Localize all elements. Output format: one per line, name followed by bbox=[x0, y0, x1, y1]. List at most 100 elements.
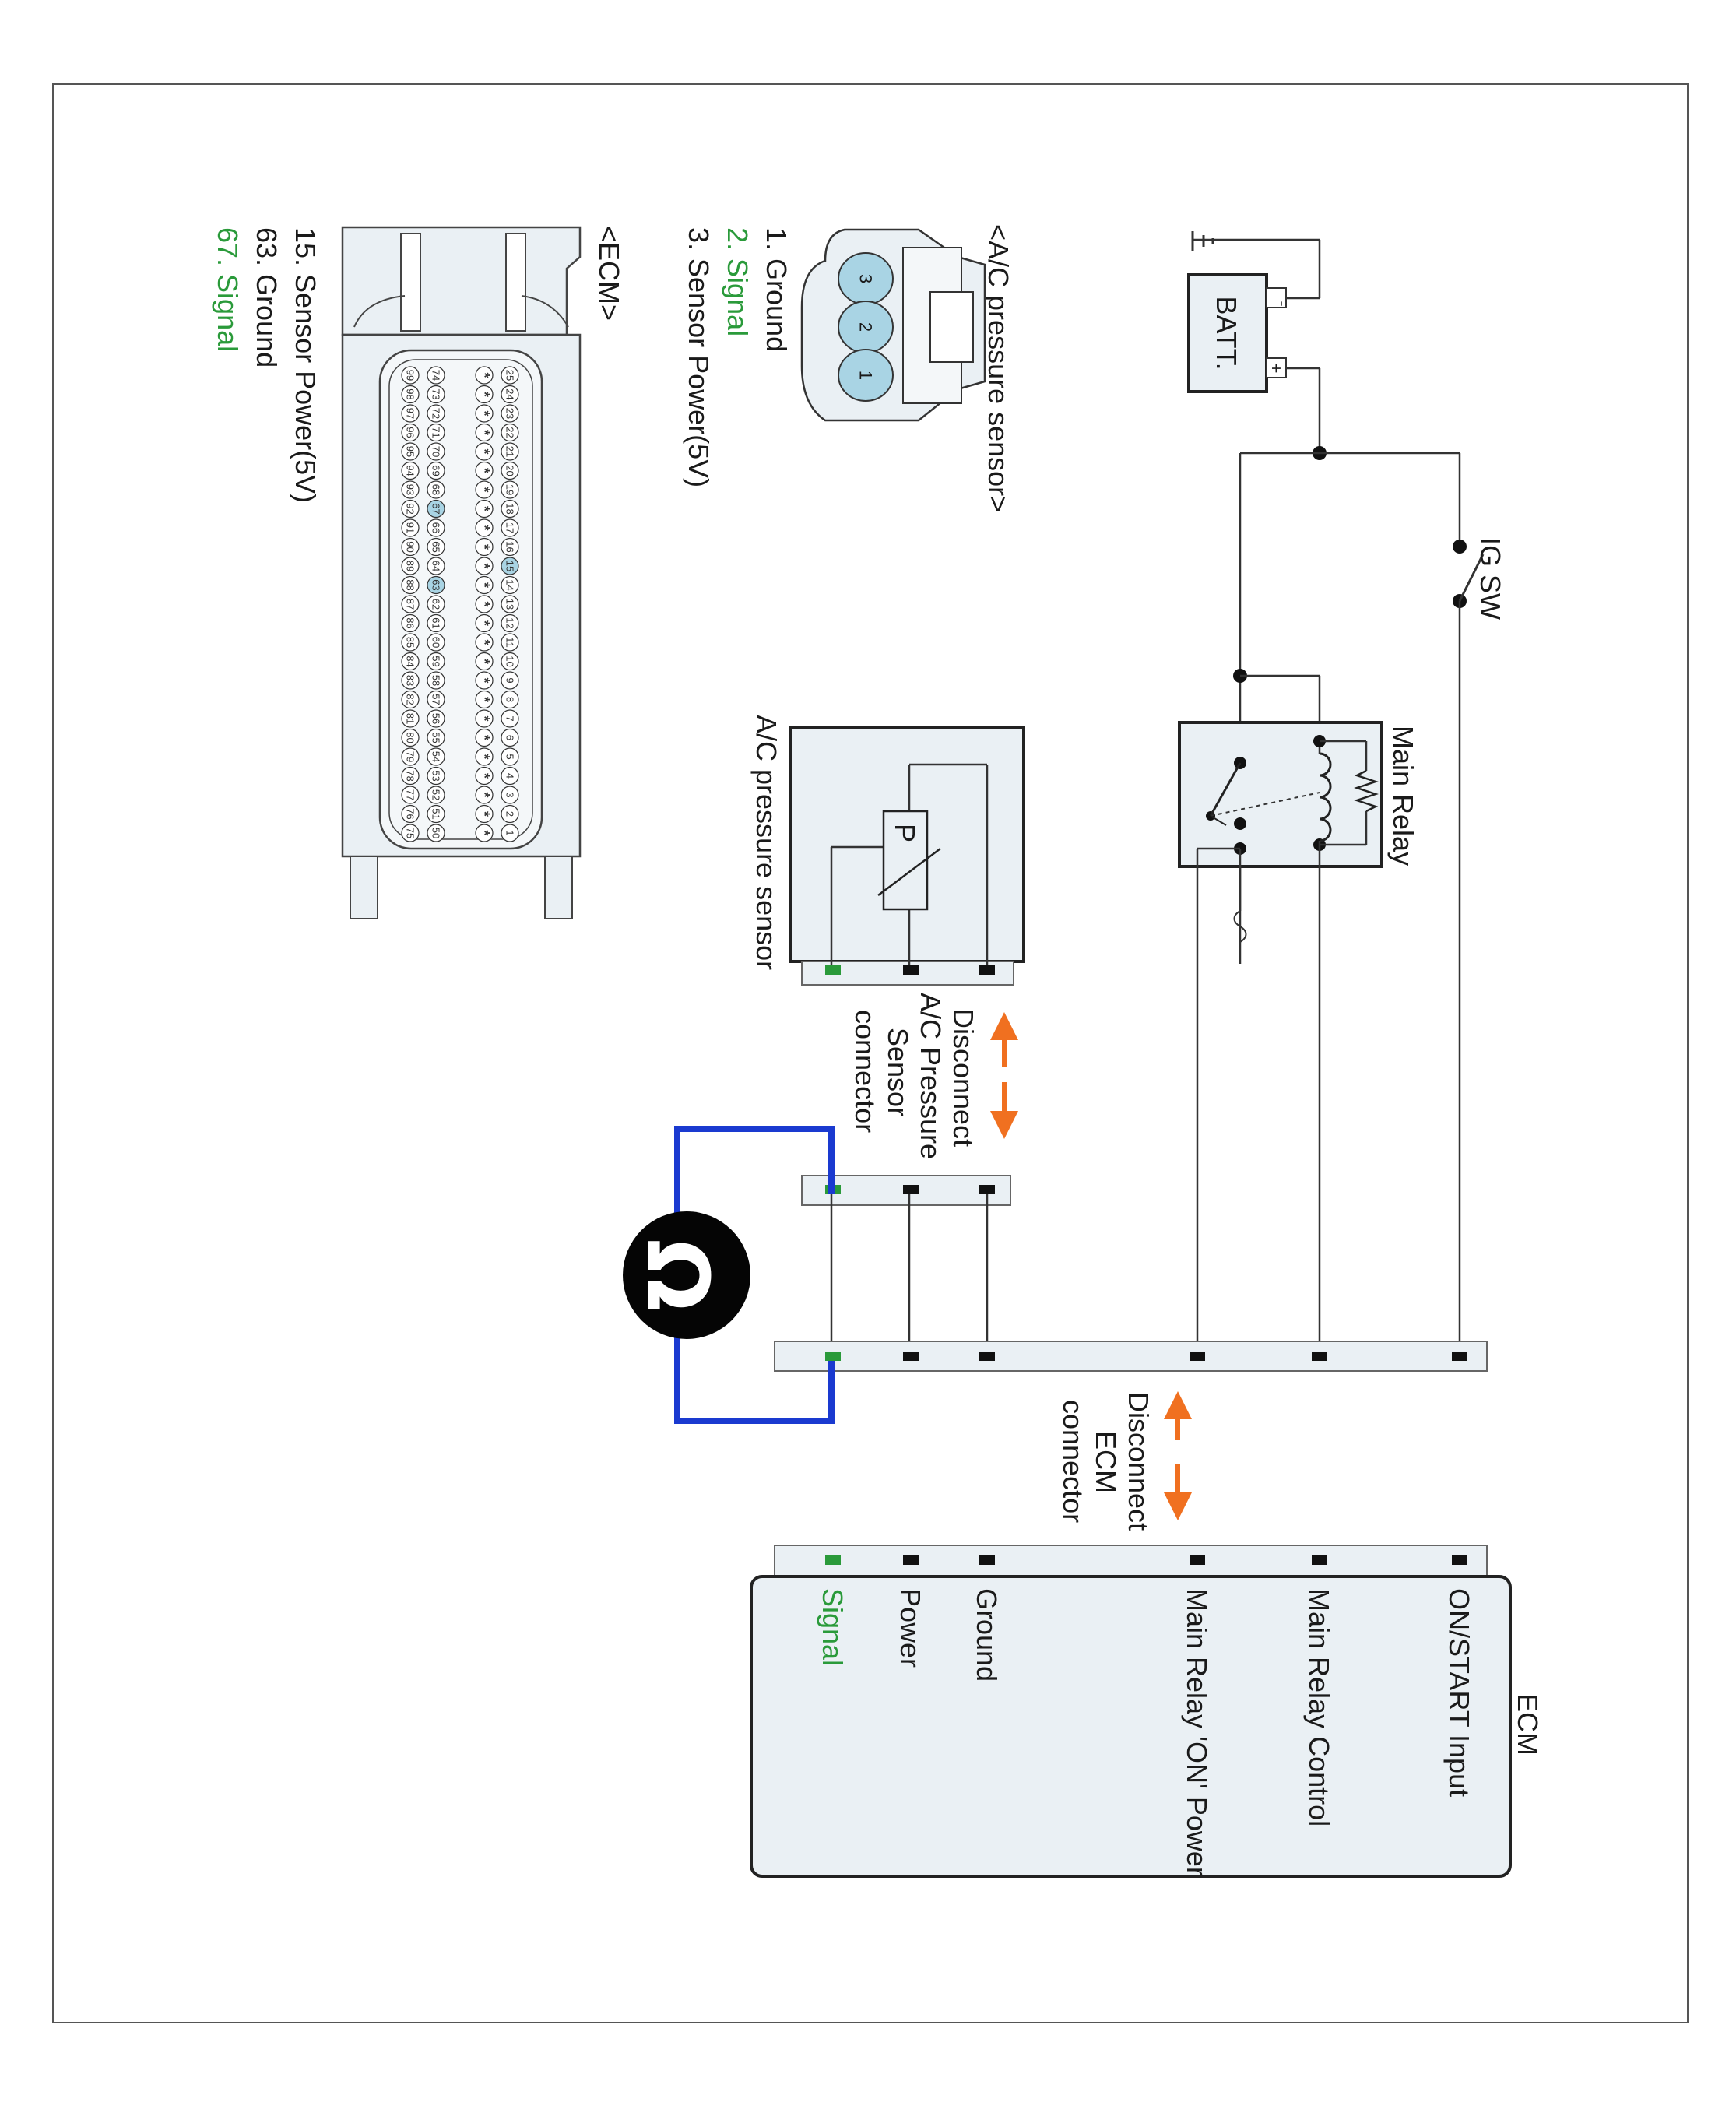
ecm-pin bbox=[501, 709, 519, 728]
svg-text:Disconnect: Disconnect bbox=[947, 1008, 979, 1147]
ecm-pin-label: 89 bbox=[405, 561, 416, 571]
ecm-pin bbox=[501, 480, 519, 499]
ecm-pin bbox=[427, 747, 445, 766]
ecm-pin bbox=[427, 442, 445, 461]
ecm-pin-label: 63 bbox=[430, 579, 442, 590]
ecm-pin bbox=[475, 518, 494, 537]
ecm-harness-connector bbox=[774, 1341, 1488, 1372]
ecm-pin bbox=[401, 690, 420, 709]
ecm-pin-label: 52 bbox=[430, 789, 442, 800]
svg-text:Sensor: Sensor bbox=[882, 1028, 914, 1116]
ecm-pin bbox=[427, 480, 445, 499]
svg-text:A/C Pressure: A/C Pressure bbox=[915, 993, 947, 1159]
ecm-pin bbox=[501, 404, 519, 423]
ecm-pin bbox=[427, 709, 445, 728]
ecm-pin bbox=[475, 804, 494, 824]
ecm-pin bbox=[475, 575, 494, 595]
ecm-pin bbox=[401, 652, 420, 671]
ecm-pin-label: 62 bbox=[430, 599, 442, 610]
ecm-pin bbox=[427, 537, 445, 557]
ecm-pin-label: 51 bbox=[430, 808, 442, 819]
ecm-pin-label: 69 bbox=[430, 465, 442, 476]
ecm-pin-label: 74 bbox=[430, 370, 442, 381]
ecm-pin bbox=[427, 518, 445, 537]
ig-sw-label: IG SW bbox=[1474, 537, 1506, 620]
ohm-meter-icon bbox=[623, 1211, 750, 1339]
ecm-pin-label: 98 bbox=[405, 388, 416, 399]
ecm-pin-label: * bbox=[476, 659, 492, 664]
ac-pin-label-2: 2 bbox=[856, 322, 876, 332]
ecm-pin bbox=[401, 366, 420, 385]
ecm-pin bbox=[401, 557, 420, 575]
ecm-pin-label: 12 bbox=[504, 617, 516, 628]
ohmmeter: Ω bbox=[623, 1126, 835, 1424]
battery-minus-label: - bbox=[1273, 301, 1292, 306]
ecm-pin-label: * bbox=[476, 582, 492, 588]
ecm-pin bbox=[401, 595, 420, 613]
ecm-pin bbox=[427, 690, 445, 709]
ecm-pin-label: 9 bbox=[504, 677, 516, 683]
ecm-pin-label: 50 bbox=[430, 828, 442, 838]
ac-pin-1 bbox=[838, 349, 894, 402]
ecm-pin-label: 60 bbox=[430, 637, 442, 648]
ac-legend-ground: 1. Ground bbox=[761, 227, 792, 352]
ecm-pin bbox=[475, 690, 494, 709]
ecm-pin-label: * bbox=[476, 811, 492, 817]
ecm-pin-label: * bbox=[476, 830, 492, 835]
ecm-box: ECM ON/START Input Main Relay Control Ma… bbox=[750, 1545, 1544, 1878]
ecm-pin-label: 57 bbox=[430, 694, 442, 705]
ecm-terminal-ground: Ground bbox=[971, 1588, 1003, 1682]
ecm-pin bbox=[401, 804, 420, 824]
ac-sensor-component-label: A/C pressure sensor bbox=[750, 715, 782, 970]
main-relay: Main Relay bbox=[1178, 721, 1419, 1361]
ecm-pin bbox=[427, 595, 445, 613]
ecm-pin-label: 65 bbox=[430, 541, 442, 552]
ecm-pin-label: * bbox=[476, 773, 492, 779]
ecm-pin bbox=[475, 480, 494, 499]
ecm-pin-label: 19 bbox=[504, 484, 516, 495]
ecm-pin-label: 53 bbox=[430, 770, 442, 781]
ecm-pin-label: 72 bbox=[430, 408, 442, 419]
ecm-pin-label: 77 bbox=[405, 789, 416, 800]
ecm-connector-title: <ECM> bbox=[593, 226, 625, 321]
ecm-pin-label: 71 bbox=[430, 427, 442, 438]
ecm-pin bbox=[401, 747, 420, 766]
ecm-pin-label: * bbox=[476, 792, 492, 797]
ecm-pin-label: 64 bbox=[430, 561, 442, 571]
ecm-pin-label: 7 bbox=[504, 715, 516, 721]
ecm-pin-label: 13 bbox=[504, 599, 516, 610]
ecm-pin-label: 81 bbox=[405, 713, 416, 724]
ecm-pin bbox=[427, 766, 445, 786]
ecm-pin bbox=[475, 747, 494, 766]
ecm-pin bbox=[501, 613, 519, 633]
ecm-pin bbox=[501, 575, 519, 595]
ecm-pin bbox=[401, 537, 420, 557]
ecm-pin-label: 79 bbox=[405, 751, 416, 762]
ecm-pin bbox=[401, 613, 420, 633]
ecm-pin bbox=[475, 366, 494, 385]
ecm-pin-label: * bbox=[476, 697, 492, 702]
ecm-pin-label: * bbox=[476, 715, 492, 721]
disconnect-ecm-label: Disconnect ECM connector bbox=[1057, 1392, 1154, 1531]
disconnect-sensor-label: Disconnect A/C Pressure Sensor connector bbox=[849, 993, 979, 1159]
ecm-pin bbox=[501, 557, 519, 575]
ignition-switch bbox=[1458, 554, 1485, 602]
ecm-pin bbox=[501, 595, 519, 613]
ecm-pin-label: 20 bbox=[504, 465, 516, 476]
ecm-pin-label: 75 bbox=[405, 828, 416, 838]
ecm-pin bbox=[475, 652, 494, 671]
svg-text:connector: connector bbox=[1057, 1400, 1089, 1523]
ecm-pin bbox=[401, 385, 420, 404]
ecm-pin-label: 96 bbox=[405, 427, 416, 438]
ecm-pin bbox=[475, 537, 494, 557]
ecm-pin bbox=[501, 385, 519, 404]
battery-label: BATT. bbox=[1211, 296, 1242, 370]
ecm-pin bbox=[501, 824, 519, 842]
ecm-terminal-signal: Signal bbox=[817, 1588, 849, 1666]
battery bbox=[1187, 273, 1268, 393]
ecm-pin bbox=[475, 557, 494, 575]
ecm-pin-label: * bbox=[476, 620, 492, 626]
ecm-pin-label: 86 bbox=[405, 617, 416, 628]
ecm-pin bbox=[501, 671, 519, 690]
ecm-pin-label: 2 bbox=[504, 811, 516, 817]
